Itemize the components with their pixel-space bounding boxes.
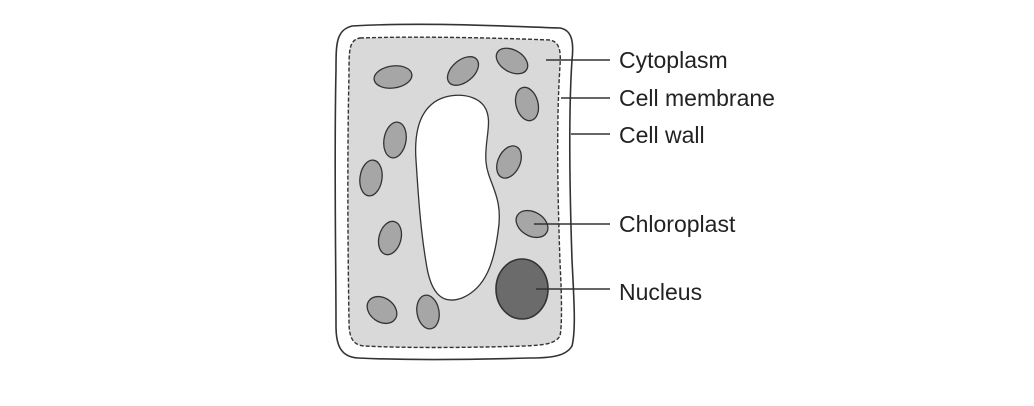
chloroplast	[383, 121, 407, 159]
chloroplast	[496, 145, 522, 179]
label-cell-wall: Cell wall	[619, 122, 705, 148]
chloroplast	[366, 295, 398, 325]
chloroplast	[495, 47, 529, 75]
label-cell-membrane: Cell membrane	[619, 85, 775, 111]
leader-lines	[534, 59, 610, 290]
vacuole	[414, 94, 500, 301]
chloroplast	[446, 56, 480, 86]
chloroplast	[514, 86, 540, 122]
label-nucleus: Nucleus	[619, 279, 703, 305]
chloroplast	[377, 220, 403, 256]
label-chloroplast: Chloroplast	[619, 211, 736, 237]
chloroplast	[373, 65, 413, 89]
chloroplast	[359, 159, 383, 197]
label-cytoplasm: Cytoplasm	[619, 47, 728, 73]
chloroplasts	[359, 47, 549, 330]
chloroplast	[515, 209, 549, 239]
chloroplast	[416, 294, 440, 330]
